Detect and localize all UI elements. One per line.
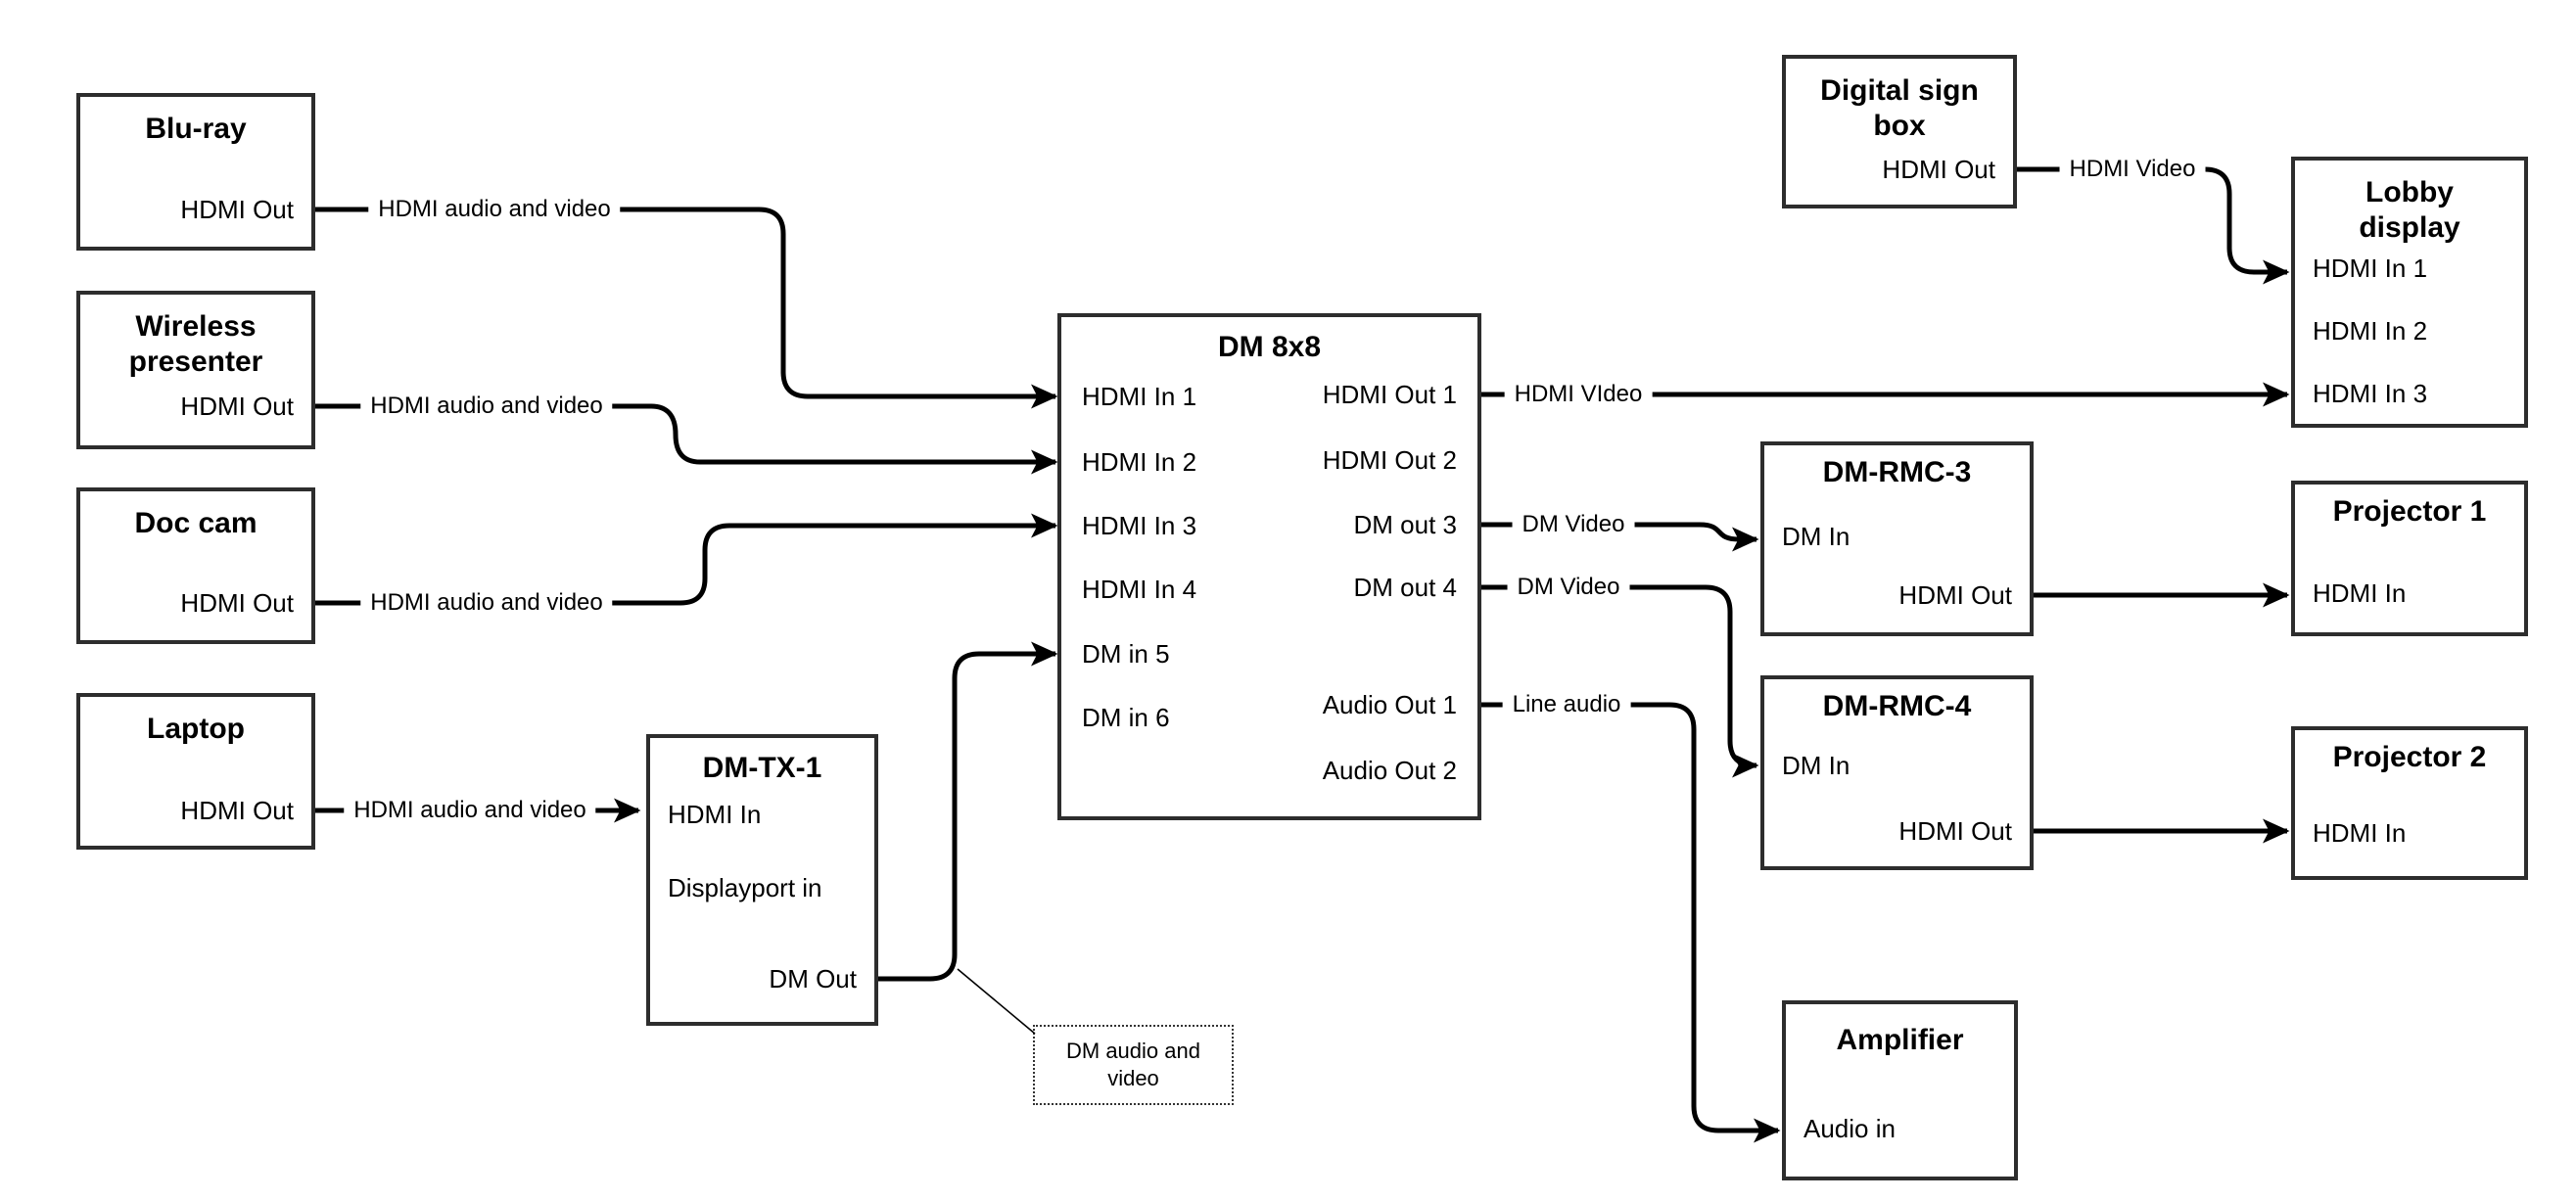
node-amp bbox=[1782, 1000, 2018, 1180]
node-doccam bbox=[76, 487, 315, 644]
edge-label-1: HDMI audio and video bbox=[360, 392, 613, 421]
port-wireless-hdmi_out: HDMI Out bbox=[180, 392, 294, 421]
port-lobby-hdmi_in_1: HDMI In 1 bbox=[2313, 254, 2428, 283]
node-title-signbox: Digital sign box bbox=[1820, 74, 1979, 142]
port-bluray-hdmi_out: HDMI Out bbox=[180, 195, 294, 224]
node-proj1 bbox=[2291, 481, 2528, 636]
port-dm8x8-dm_in_5: DM in 5 bbox=[1082, 639, 1170, 669]
port-doccam-hdmi_out: HDMI Out bbox=[180, 588, 294, 618]
annotation-text: DM audio and video bbox=[1066, 1039, 1200, 1090]
node-title-dm8x8: DM 8x8 bbox=[1217, 331, 1322, 363]
port-dm8x8-hdmi_in_4: HDMI In 4 bbox=[1082, 575, 1197, 604]
port-dm8x8-hdmi_in_3: HDMI In 3 bbox=[1082, 511, 1197, 540]
port-laptop-hdmi_out: HDMI Out bbox=[180, 796, 294, 825]
node-title-lobby: Lobby display bbox=[2359, 176, 2460, 244]
port-dmtx1-dm_out: DM Out bbox=[769, 964, 857, 993]
edge-label-9: HDMI Video bbox=[2059, 155, 2206, 184]
edge-dm8x8-dm_out_4--rmc4-dm_in bbox=[1481, 584, 1759, 778]
port-dm8x8-hdmi_out_2: HDMI Out 2 bbox=[1322, 445, 1457, 475]
port-dm8x8-dm_in_6: DM in 6 bbox=[1082, 703, 1170, 732]
port-proj1-hdmi_in: HDMI In bbox=[2313, 578, 2407, 608]
port-signbox-hdmi_out: HDMI Out bbox=[1882, 155, 1995, 184]
node-title-proj1: Projector 1 bbox=[2332, 495, 2487, 528]
annotation-dm-audio-video: DM audio and video bbox=[1033, 1025, 1234, 1105]
port-lobby-hdmi_in_2: HDMI In 2 bbox=[2313, 316, 2428, 346]
node-title-dmtx1: DM-TX-1 bbox=[702, 752, 822, 784]
port-dm8x8-audio_out_2: Audio Out 2 bbox=[1322, 756, 1457, 785]
port-dmtx1-hdmi_in: HDMI In bbox=[668, 800, 762, 829]
port-rmc4-hdmi_out: HDMI Out bbox=[1898, 816, 2012, 846]
node-title-rmc4: DM-RMC-4 bbox=[1822, 690, 1972, 722]
port-dm8x8-audio_out_1: Audio Out 1 bbox=[1322, 690, 1457, 719]
node-lobby bbox=[2291, 157, 2528, 428]
edge-label-5: HDMI VIdeo bbox=[1504, 380, 1653, 409]
port-rmc3-dm_in: DM In bbox=[1782, 522, 1850, 551]
edge-dm8x8-audio_out_1--amp-audio_in bbox=[1481, 702, 1781, 1143]
port-dm8x8-hdmi_in_1: HDMI In 1 bbox=[1082, 382, 1197, 411]
node-bluray bbox=[76, 93, 315, 251]
node-rmc4 bbox=[1760, 675, 2034, 870]
edge-label-0: HDMI audio and video bbox=[368, 195, 621, 224]
port-dm8x8-dm_out_3: DM out 3 bbox=[1353, 510, 1458, 539]
node-signbox bbox=[1782, 55, 2017, 208]
node-title-rmc3: DM-RMC-3 bbox=[1822, 456, 1972, 488]
node-rmc3 bbox=[1760, 441, 2034, 636]
port-rmc4-dm_in: DM In bbox=[1782, 751, 1850, 780]
edge-signbox-hdmi_out--lobby-hdmi_in_1 bbox=[2017, 166, 2290, 285]
port-dm8x8-dm_out_4: DM out 4 bbox=[1353, 573, 1458, 602]
node-wireless bbox=[76, 291, 315, 449]
edge-wireless-hdmi_out--dm8x8-hdmi_in_2 bbox=[315, 403, 1058, 475]
edge-dmtx1-dm_out--dm8x8-dm_in_5 bbox=[878, 641, 1058, 982]
node-proj2 bbox=[2291, 726, 2528, 880]
node-dmtx1 bbox=[646, 734, 878, 1026]
node-title-laptop: Laptop bbox=[147, 713, 245, 745]
node-title-amp: Amplifier bbox=[1836, 1024, 1964, 1056]
edge-label-8: Line audio bbox=[1502, 690, 1631, 719]
edge-label-3: HDMI audio and video bbox=[344, 796, 596, 825]
node-title-bluray: Blu-ray bbox=[145, 113, 247, 145]
node-laptop bbox=[76, 693, 315, 850]
node-title-doccam: Doc cam bbox=[134, 507, 258, 539]
port-rmc3-hdmi_out: HDMI Out bbox=[1898, 580, 2012, 610]
edge-label-6: DM Video bbox=[1512, 510, 1635, 539]
node-title-proj2: Projector 2 bbox=[2332, 741, 2487, 773]
edge-bluray-hdmi_out--dm8x8-hdmi_in_1 bbox=[315, 207, 1058, 409]
port-dm8x8-hdmi_in_2: HDMI In 2 bbox=[1082, 447, 1197, 477]
node-title-wireless: Wireless presenter bbox=[128, 310, 263, 378]
edge-doccam-hdmi_out--dm8x8-hdmi_in_3 bbox=[315, 513, 1058, 606]
port-dmtx1-displayport_in: Displayport in bbox=[668, 873, 822, 902]
edge-label-2: HDMI audio and video bbox=[360, 588, 613, 618]
port-dm8x8-hdmi_out_1: HDMI Out 1 bbox=[1322, 380, 1457, 409]
edge-label-7: DM Video bbox=[1507, 573, 1630, 602]
edge-dm8x8-dm_out_3--rmc3-dm_in bbox=[1481, 522, 1759, 552]
annotation-callout-line bbox=[957, 968, 1036, 1035]
node-dm8x8 bbox=[1057, 313, 1481, 820]
port-lobby-hdmi_in_3: HDMI In 3 bbox=[2313, 379, 2428, 408]
port-proj2-hdmi_in: HDMI In bbox=[2313, 818, 2407, 848]
port-amp-audio_in: Audio in bbox=[1803, 1114, 1896, 1143]
